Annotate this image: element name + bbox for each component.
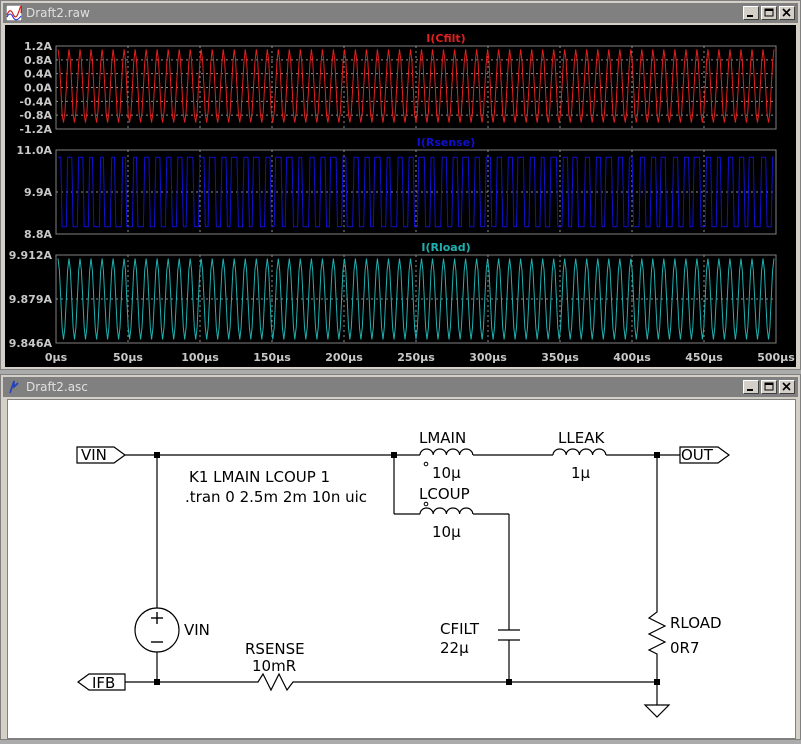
trace-waveform bbox=[57, 49, 775, 123]
vin-voltage-source[interactable] bbox=[134, 607, 180, 653]
y-tick-label: 9.846A bbox=[9, 337, 53, 350]
y-tick-label: -0.8A bbox=[19, 109, 52, 122]
ifb-port-label: IFB bbox=[92, 674, 115, 692]
rload-resistor[interactable] bbox=[647, 607, 667, 657]
waveform-window-title: Draft2.raw bbox=[26, 6, 90, 20]
y-tick-label: 9.912A bbox=[9, 249, 53, 262]
maximize-button[interactable] bbox=[761, 6, 777, 20]
lleak-inductor[interactable] bbox=[552, 448, 607, 456]
schematic-drawing[interactable]: VIN OUT IFB LMAIN 10µ bbox=[8, 400, 797, 740]
cfilt-value: 22µ bbox=[440, 639, 469, 657]
schematic-app-icon bbox=[9, 380, 19, 394]
out-port[interactable]: OUT bbox=[679, 446, 731, 464]
trace-label: I(Rload) bbox=[421, 241, 470, 254]
lmain-inductor[interactable] bbox=[419, 448, 474, 467]
y-tick-label: 9.9A bbox=[24, 186, 52, 199]
vin-port[interactable]: VIN bbox=[76, 446, 127, 464]
lleak-name: LLEAK bbox=[558, 429, 605, 447]
rload-name: RLOAD bbox=[670, 614, 722, 632]
out-port-label: OUT bbox=[681, 446, 714, 464]
y-tick-label: 0.8A bbox=[24, 54, 52, 67]
y-tick-label: 0.4A bbox=[24, 68, 52, 81]
y-tick-label: 1.2A bbox=[24, 40, 52, 53]
x-tick-label: 400µs bbox=[613, 351, 651, 364]
lcoup-name: LCOUP bbox=[419, 485, 470, 503]
rsense-resistor[interactable] bbox=[253, 672, 298, 692]
ground-icon[interactable] bbox=[643, 704, 671, 718]
x-tick-label: 500µs bbox=[757, 351, 795, 364]
schematic-window: Draft2.asc bbox=[0, 374, 801, 740]
lmain-name: LMAIN bbox=[419, 429, 466, 447]
close-button[interactable] bbox=[779, 380, 795, 394]
coupling-directive[interactable]: K1 LMAIN LCOUP 1 bbox=[189, 468, 330, 486]
vin-port-label: VIN bbox=[81, 446, 107, 464]
y-tick-label: 9.879A bbox=[9, 293, 53, 306]
y-tick-label: -0.4A bbox=[19, 95, 52, 108]
schematic-titlebar[interactable]: Draft2.asc bbox=[3, 377, 798, 397]
trace-waveform bbox=[58, 156, 774, 228]
y-tick-label: 11.0A bbox=[16, 144, 52, 157]
maximize-button[interactable] bbox=[761, 380, 777, 394]
plot-canvas[interactable]: 1.2A0.8A0.4A0.0A-0.4A-0.8A-1.2A I(Cfilt) 1… bbox=[5, 25, 796, 367]
tran-directive[interactable]: .tran 0 2.5m 2m 10n uic bbox=[185, 488, 367, 506]
lcoup-value: 10µ bbox=[432, 523, 461, 541]
vin-source-name: VIN bbox=[184, 621, 210, 639]
y-tick-label: 8.8A bbox=[24, 228, 52, 241]
lcoup-inductor[interactable] bbox=[419, 501, 474, 515]
x-tick-label: 50µs bbox=[113, 351, 143, 364]
junction-dots bbox=[154, 452, 660, 685]
trace-label: I(Cfilt) bbox=[426, 32, 465, 45]
rsense-name: RSENSE bbox=[245, 640, 305, 658]
trace-label: I(Rsense) bbox=[417, 136, 475, 149]
y-tick-label: -1.2A bbox=[19, 123, 52, 136]
lleak-value: 1µ bbox=[571, 464, 591, 482]
minimize-button[interactable] bbox=[743, 6, 759, 20]
x-tick-label: 300µs bbox=[469, 351, 507, 364]
waveform-titlebar[interactable]: Draft2.raw bbox=[3, 3, 798, 23]
x-tick-label: 350µs bbox=[541, 351, 579, 364]
minimize-button[interactable] bbox=[743, 380, 759, 394]
rload-value: 0R7 bbox=[670, 639, 700, 657]
lmain-value: 10µ bbox=[432, 464, 461, 482]
ifb-port[interactable]: IFB bbox=[76, 673, 126, 692]
x-tick-label: 200µs bbox=[325, 351, 363, 364]
schematic-canvas[interactable]: VIN OUT IFB LMAIN 10µ bbox=[7, 399, 796, 739]
x-tick-label: 450µs bbox=[685, 351, 723, 364]
cfilt-name: CFILT bbox=[440, 620, 480, 638]
x-tick-label: 100µs bbox=[181, 351, 219, 364]
schematic-window-title: Draft2.asc bbox=[26, 380, 88, 394]
trace-waveform bbox=[57, 258, 775, 340]
waveform-app-icon bbox=[6, 5, 22, 21]
x-tick-label: 150µs bbox=[253, 351, 291, 364]
close-button[interactable] bbox=[779, 6, 795, 20]
cfilt-capacitor[interactable] bbox=[498, 629, 520, 641]
rsense-value: 10mR bbox=[252, 657, 296, 675]
x-tick-label: 0µs bbox=[45, 351, 68, 364]
x-tick-label: 250µs bbox=[397, 351, 435, 364]
y-tick-label: 0.0A bbox=[24, 82, 52, 95]
